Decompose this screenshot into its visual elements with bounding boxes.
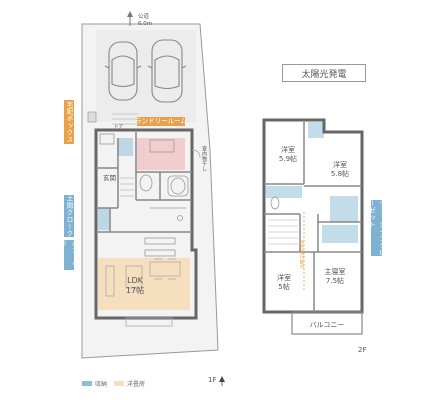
laundry-room-tag: ランドリールーム bbox=[135, 117, 187, 126]
hall-label: 吹き抜け部分 bbox=[299, 239, 304, 270]
room-b-name: 洋室 bbox=[333, 160, 347, 169]
solar-power-label: 太陽光発電 bbox=[301, 69, 347, 80]
shoe-closet-label: 土間クローク bbox=[65, 195, 73, 237]
room-a-size: 5.9帖 bbox=[279, 154, 297, 163]
storage-2f-b bbox=[308, 122, 324, 138]
storage-2f-a bbox=[266, 186, 302, 198]
legend-japanese: 洋畳房 bbox=[114, 378, 145, 388]
ldk-name: LDK bbox=[127, 276, 144, 285]
sofa bbox=[105, 265, 143, 297]
walk-in-closet-label: ウォークインクローゼット bbox=[367, 200, 386, 256]
north-arrow-icon bbox=[219, 376, 225, 382]
car-right bbox=[147, 39, 187, 103]
entrance-label: 玄関 bbox=[103, 173, 116, 182]
shoe-closet-fill bbox=[98, 208, 110, 230]
solar-power-box: 太陽光発電 bbox=[282, 64, 366, 82]
dining-set bbox=[149, 258, 181, 280]
outdoor-box-tag: 宅配ボックス bbox=[64, 100, 74, 144]
room-c-name: 洋室 bbox=[277, 273, 291, 282]
road-arrow-head bbox=[127, 11, 133, 17]
outdoor-box-label: 宅配ボックス bbox=[65, 101, 73, 143]
storage-2f-c bbox=[330, 196, 358, 222]
room-c-size: 5帖 bbox=[278, 282, 289, 291]
parking-area bbox=[96, 30, 196, 122]
side-label: 室内物干し bbox=[201, 145, 207, 171]
legend-japanese-label: 洋畳房 bbox=[127, 380, 146, 388]
deck-1f bbox=[125, 317, 173, 327]
walls-1f bbox=[94, 128, 198, 320]
legend-storage: 収納 bbox=[82, 378, 107, 388]
stairs-1f bbox=[120, 177, 134, 197]
delivery-box bbox=[87, 111, 97, 123]
balcony-label: バルコニー bbox=[310, 321, 345, 329]
road-label: 公道 bbox=[138, 12, 150, 20]
stairs-2f bbox=[268, 219, 298, 245]
fixtures-1f bbox=[99, 133, 189, 257]
car-left bbox=[104, 41, 142, 101]
shoe-closet-tag: 土間クローク bbox=[64, 195, 74, 237]
pantry-tag: パントリー bbox=[60, 240, 78, 270]
laundry-room-label: ランドリールーム bbox=[135, 117, 187, 126]
road-width: 6.0m bbox=[138, 21, 152, 27]
approach-steps bbox=[112, 113, 138, 125]
walls-2f bbox=[262, 118, 364, 314]
walk-in-closet-fill bbox=[322, 225, 358, 243]
master-size: 7.5帖 bbox=[326, 276, 344, 285]
first-floor-label: 1F bbox=[208, 376, 216, 384]
ldk-size: 17帖 bbox=[126, 285, 144, 295]
second-floor-label: 2F bbox=[358, 346, 366, 354]
laundry-room-fill bbox=[137, 138, 185, 170]
ldk-fill bbox=[98, 258, 190, 310]
storage-fill-1f bbox=[117, 138, 133, 156]
legend-japanese-swatch bbox=[114, 380, 124, 386]
room-a-name: 洋室 bbox=[281, 145, 295, 154]
pantry-label: パントリー bbox=[60, 240, 78, 268]
toilet-2f bbox=[270, 196, 280, 210]
balcony bbox=[291, 311, 363, 335]
legend-storage-label: 収納 bbox=[95, 380, 108, 388]
master-name: 主寝室 bbox=[325, 267, 346, 276]
side-door-swing bbox=[191, 149, 201, 159]
door-label: ドア bbox=[114, 124, 123, 130]
room-b-size: 5.8帖 bbox=[331, 169, 349, 178]
legend-storage-swatch bbox=[82, 380, 92, 386]
walk-in-closet-tag: ウォークインクローゼット bbox=[368, 200, 386, 256]
